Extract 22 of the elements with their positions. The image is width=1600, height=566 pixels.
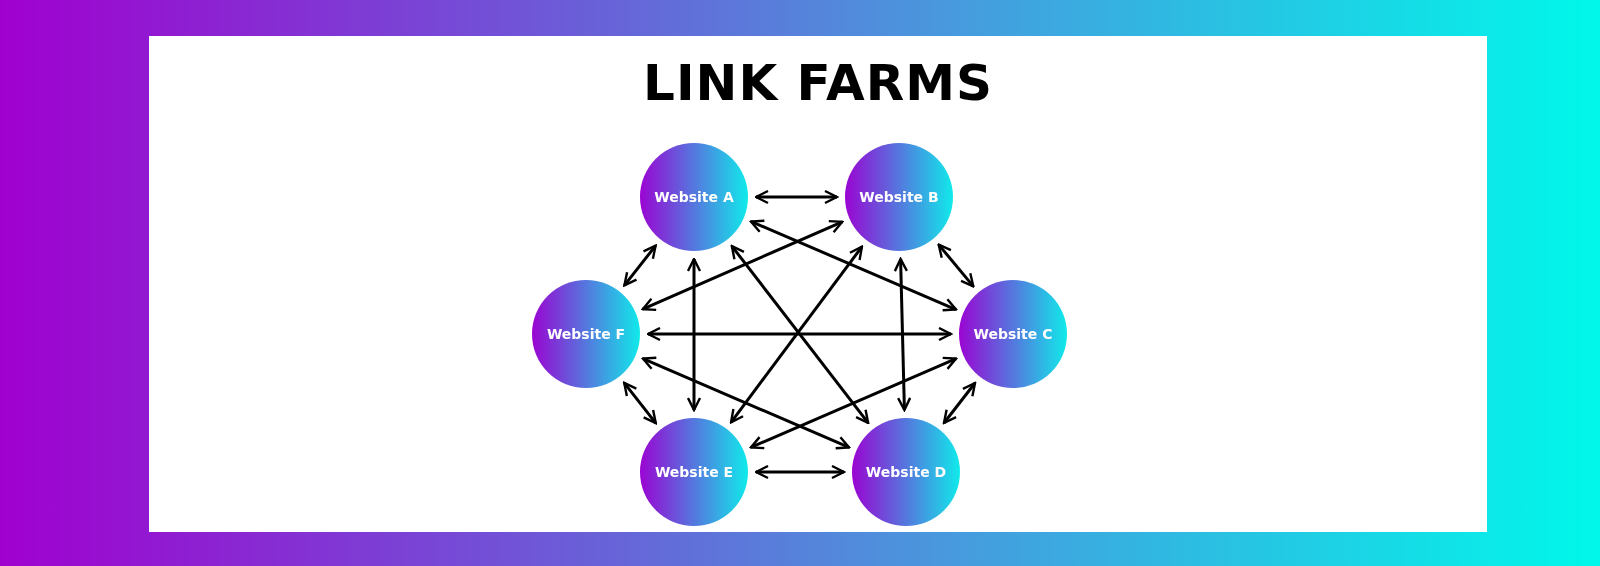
double-arrow [942, 381, 977, 425]
double-arrow [641, 356, 851, 450]
node-label: Website B [859, 189, 939, 205]
double-arrow [754, 464, 846, 480]
node-label: Website E [654, 464, 734, 480]
double-arrow [749, 356, 958, 450]
double-arrow [754, 189, 839, 205]
title: LINK FARMS [642, 54, 994, 112]
website-circle [532, 280, 640, 388]
node-label: Website D [865, 464, 947, 480]
double-arrow [641, 220, 844, 311]
double-arrow [623, 244, 657, 287]
node-label: Website C [973, 326, 1053, 342]
double-arrow [749, 219, 958, 312]
double-arrow [686, 257, 702, 412]
node-label: Website A [654, 189, 734, 205]
double-arrow [893, 257, 912, 412]
double-arrow [623, 381, 657, 425]
double-arrow [646, 326, 953, 342]
website-circle [959, 280, 1067, 388]
node-label: Website F [546, 326, 626, 342]
double-arrow [937, 243, 975, 288]
